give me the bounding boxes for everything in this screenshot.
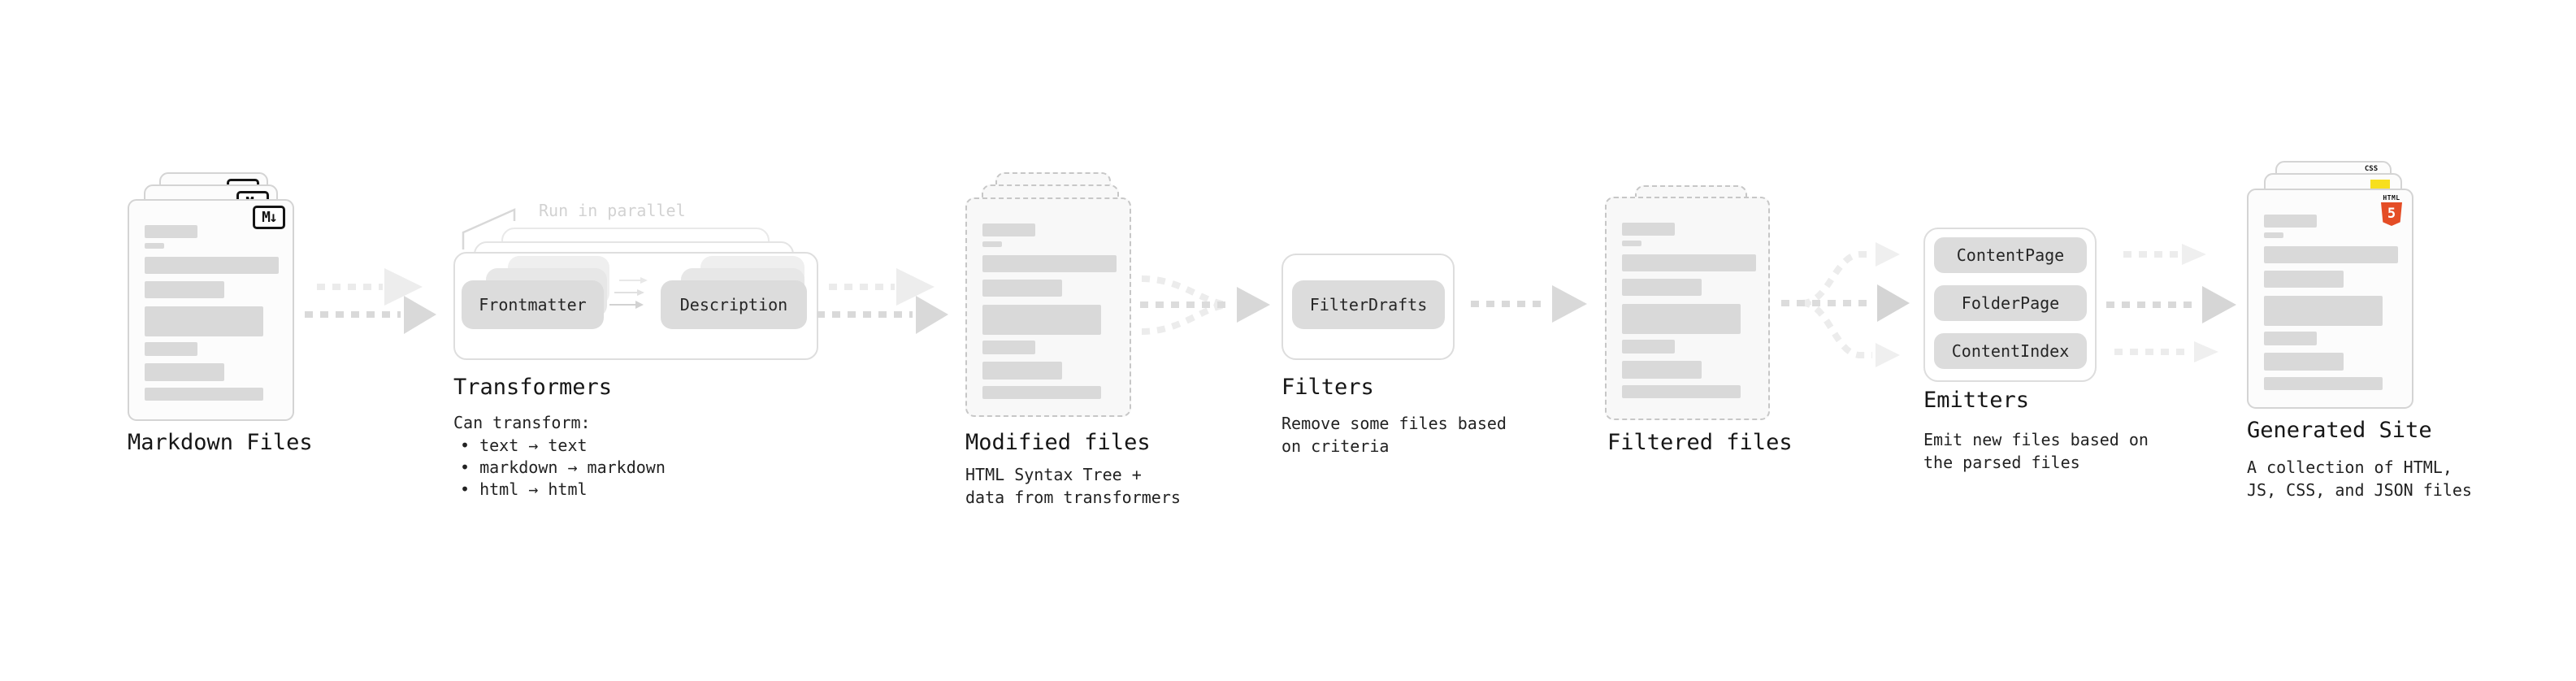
arrow-modified-to-filters [1140,275,1270,335]
content-bar [2264,246,2398,263]
content-bar [982,223,1035,236]
content-bar [145,281,224,298]
html5-icon: HTML 5 [2380,194,2403,226]
content-bar [145,225,197,238]
emitters-desc: the parsed files [1923,453,2080,472]
content-bar [2264,296,2383,326]
modified-file-card [965,197,1131,417]
markdown-files-label: Markdown Files [128,430,313,455]
content-bar [1622,361,1702,379]
content-bar [982,340,1035,354]
arrow-filters-to-filtered [1471,285,1587,323]
transformers-bullet: • text → text [460,436,588,455]
generated-site-desc: A collection of HTML, [2247,458,2452,477]
content-bar [982,386,1101,399]
contentpage-pill: ContentPage [1934,237,2087,273]
content-bar [145,243,164,249]
content-bar [982,305,1101,335]
filters-desc: on criteria [1281,436,1390,456]
annotation-leader-line [462,208,516,249]
content-bar [982,255,1117,272]
content-bar [1622,279,1702,296]
content-bar [2264,377,2383,390]
content-bar [2264,332,2317,345]
modified-files-desc: HTML Syntax Tree + [965,465,1142,484]
emitters-label: Emitters [1923,388,2030,413]
content-bar [145,388,263,401]
content-bar [2264,215,2317,228]
filters-label: Filters [1281,375,1374,400]
markdown-icon: M↓ [253,206,285,229]
arrow-emitters-to-site [2106,244,2236,362]
arrow-markdown-to-transformers [305,268,436,334]
content-bar [1622,304,1741,334]
filters-desc: Remove some files based [1281,414,1507,433]
content-bar [145,306,263,336]
modified-files-label: Modified files [965,430,1151,455]
html-file-card: HTML 5 [2247,189,2413,409]
folderpage-pill: FolderPage [1934,285,2087,321]
content-bar [982,241,1002,247]
filtered-file-card [1605,197,1770,420]
transformers-bullet: • html → html [460,479,588,499]
modified-files-desc: data from transformers [965,488,1181,507]
content-bar [145,342,197,356]
content-bar [1622,254,1756,271]
content-bar [145,257,279,274]
html5-icon-text: HTML [2383,194,2400,202]
generated-site-label: Generated Site [2247,418,2432,443]
markdown-file-card: M↓ [128,199,294,421]
content-bar [2264,232,2283,238]
run-in-parallel-annotation: Run in parallel [539,201,686,220]
arrow-filtered-to-emitters [1781,242,1910,367]
contentindex-pill: ContentIndex [1934,333,2087,369]
arrow-transformers-to-modified [817,268,948,334]
frontmatter-pill: Frontmatter [462,280,604,329]
content-bar [2264,353,2344,371]
content-bar [1622,385,1741,398]
transform-arrows-icon [609,277,648,309]
content-bar [982,362,1062,380]
description-pill: Description [661,280,807,329]
content-bar [2264,271,2344,288]
js-icon [2370,180,2390,190]
html5-icon-shield: 5 [2381,202,2402,226]
filterdrafts-pill: FilterDrafts [1292,280,1445,329]
content-bar [1622,223,1675,236]
content-bar [982,280,1062,297]
content-bar [1622,241,1641,246]
filtered-files-label: Filtered files [1607,430,1793,455]
content-bar [1622,340,1675,354]
css-icon-text: CSS [2364,165,2379,173]
transformers-bullet: • markdown → markdown [460,458,666,477]
content-bar [145,363,224,381]
generated-site-desc: JS, CSS, and JSON files [2247,480,2472,500]
transformers-label: Transformers [453,375,613,400]
transformers-desc-title: Can transform: [453,413,591,432]
emitters-desc: Emit new files based on [1923,430,2149,449]
